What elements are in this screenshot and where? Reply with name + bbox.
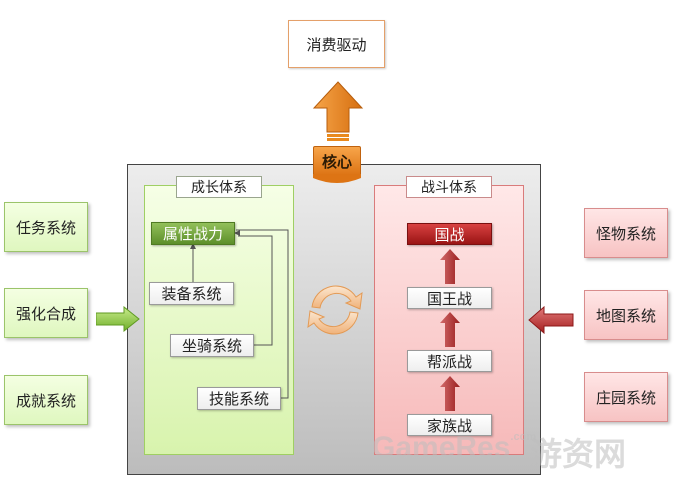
skill-system-node: 技能系统 <box>197 387 281 410</box>
guild-war-node: 帮派战 <box>407 350 492 372</box>
core-badge: 核心 <box>313 146 361 176</box>
manor-system-label: 庄园系统 <box>595 388 656 407</box>
family-war-label: 家族战 <box>426 416 472 435</box>
growth-title-label: 成长体系 <box>191 180 247 196</box>
map-system-label: 地图系统 <box>595 306 656 325</box>
consume-driver-label: 消费驱动 <box>306 35 367 54</box>
cycle-icon <box>307 285 363 335</box>
mount-system-label: 坐骑系统 <box>181 337 242 355</box>
core-badge-tail-icon <box>313 174 361 183</box>
achievement-system-label: 成就系统 <box>15 391 76 410</box>
task-system-label: 任务系统 <box>15 218 76 237</box>
monster-system-box: 怪物系统 <box>584 208 668 258</box>
attr-power-label: 属性战力 <box>162 225 223 243</box>
attr-power-node: 属性战力 <box>151 222 235 245</box>
king-war-node: 国王战 <box>407 287 492 309</box>
equipment-system-node: 装备系统 <box>149 282 234 305</box>
guild-war-label: 帮派战 <box>426 352 472 371</box>
watermark-cn-label: 游资网 <box>530 435 627 473</box>
right-arrow-icon <box>96 306 140 332</box>
battle-title-label: 战斗体系 <box>421 180 477 196</box>
enhance-synthesis-box: 强化合成 <box>4 288 88 338</box>
king-war-label: 国王战 <box>426 289 472 308</box>
core-badge-label: 核心 <box>321 152 352 171</box>
equipment-system-label: 装备系统 <box>161 285 222 303</box>
left-arrow-icon <box>528 306 574 334</box>
manor-system-box: 庄园系统 <box>584 372 668 422</box>
task-system-box: 任务系统 <box>4 202 88 252</box>
consume-driver-box: 消费驱动 <box>288 20 385 68</box>
enhance-synthesis-label: 强化合成 <box>15 304 76 323</box>
watermark-brand: GameRes <box>372 431 511 464</box>
battle-panel-title: 战斗体系 <box>406 176 492 198</box>
watermark: GameRes.com <box>372 431 537 464</box>
growth-panel-title: 成长体系 <box>176 176 262 198</box>
monster-system-label: 怪物系统 <box>595 224 656 243</box>
national-war-label: 国战 <box>434 225 465 244</box>
watermark-cn: 游资网 <box>530 429 626 475</box>
skill-system-label: 技能系统 <box>208 390 269 408</box>
family-war-node: 家族战 <box>407 414 492 436</box>
mount-system-node: 坐骑系统 <box>170 334 254 357</box>
up-arrow-icon <box>440 249 460 284</box>
national-war-node: 国战 <box>407 223 492 245</box>
achievement-system-box: 成就系统 <box>4 375 88 425</box>
up-arrow-icon <box>312 81 364 141</box>
up-arrow-icon <box>440 376 460 411</box>
map-system-box: 地图系统 <box>584 290 668 340</box>
up-arrow-icon <box>440 312 460 347</box>
